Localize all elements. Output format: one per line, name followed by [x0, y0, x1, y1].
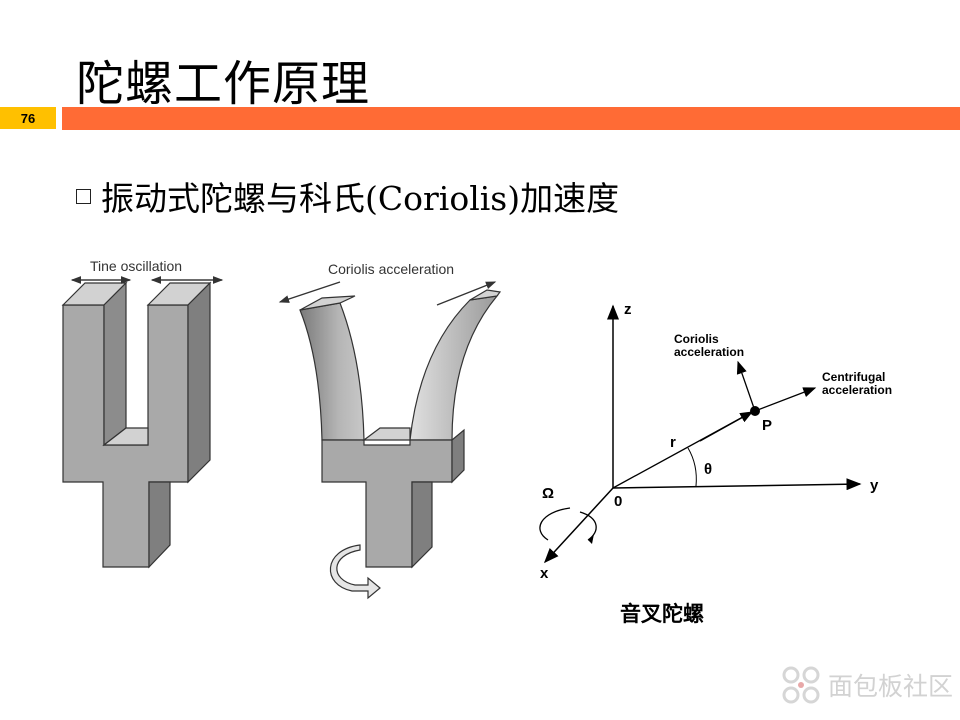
coriolis-label-line2: acceleration [674, 345, 744, 359]
theta-label: θ [704, 461, 712, 478]
axis-x-label: x [540, 565, 549, 582]
page-number-badge: 76 [0, 107, 56, 129]
title-underline-bar [62, 107, 960, 130]
point-p-marker [750, 406, 760, 416]
r-label: r [670, 434, 676, 451]
rotation-arrow-icon [329, 544, 381, 600]
centrifugal-label-line1: Centrifugal [822, 370, 885, 384]
bullet-item: 振动式陀螺与科氏(Coriolis)加速度 [76, 172, 619, 220]
omega-label: Ω [542, 485, 554, 502]
rotating-tuning-fork: Coriolis acceleration [278, 261, 502, 600]
watermark: 面包板社区 [780, 664, 953, 706]
coordinate-diagram: z y x 0 Ω r θ P Coriolis acceleration Ce… [539, 301, 892, 582]
tine-oscillation-label: Tine oscillation [90, 258, 182, 274]
bullet-text: 振动式陀螺与科氏(Coriolis)加速度 [101, 179, 620, 218]
axis-y-label: y [870, 477, 879, 494]
figure-caption: 音叉陀螺 [620, 601, 704, 626]
coriolis-acceleration-label: Coriolis acceleration [328, 261, 454, 277]
slide-title: 陀螺工作原理 [76, 56, 371, 112]
watermark-text: 面包板社区 [828, 672, 954, 701]
coriolis-label-line1: Coriolis [674, 332, 719, 346]
bullet-square-icon [76, 188, 91, 204]
origin-label: 0 [614, 493, 622, 510]
point-p-label: P [762, 417, 772, 434]
axis-z-label: z [624, 301, 632, 318]
centrifugal-label-line2: acceleration [822, 383, 892, 397]
static-tuning-fork: Tine oscillation [61, 258, 224, 569]
watermark-logo-icon [782, 666, 820, 704]
